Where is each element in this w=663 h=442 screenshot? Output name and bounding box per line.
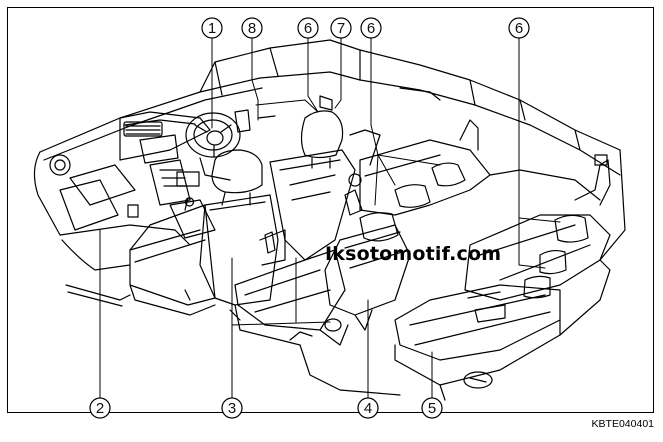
callout-6-rear: 6 — [508, 17, 530, 39]
passenger-seat-drawing — [234, 110, 356, 346]
driver-seat-drawing — [129, 149, 286, 316]
diagram-frame — [7, 7, 654, 413]
callout-6-middle: 6 — [360, 17, 382, 39]
callout-7: 7 — [330, 17, 352, 39]
callout-6-middle-label: 6 — [367, 20, 375, 37]
callout-5-label: 5 — [428, 400, 436, 417]
callout-4: 4 — [357, 397, 379, 419]
callout-7-label: 7 — [337, 20, 345, 37]
dashboard-drawing — [33, 39, 361, 307]
callout-5: 5 — [421, 397, 443, 419]
figure-id: KBTE040401 — [591, 418, 654, 430]
callout-1: 1 — [201, 17, 223, 39]
leader-lines — [99, 37, 561, 401]
callout-3-label: 3 — [228, 400, 236, 417]
callout-8: 8 — [241, 17, 263, 39]
callout-1-label: 1 — [208, 20, 216, 37]
callout-4-label: 4 — [364, 400, 372, 417]
callout-8-label: 8 — [248, 20, 256, 37]
callout-3: 3 — [221, 397, 243, 419]
callout-6-front: 6 — [297, 17, 319, 39]
callout-2-label: 2 — [96, 400, 104, 417]
vehicle-body-drawing — [184, 49, 626, 396]
callout-2: 2 — [89, 397, 111, 419]
third-row-seat-drawing — [394, 154, 611, 401]
callout-6-rear-label: 6 — [515, 20, 523, 37]
watermark-text: Iksotomotif.com — [325, 243, 502, 265]
second-row-seat-drawing — [324, 119, 491, 331]
callout-6-front-label: 6 — [304, 20, 312, 37]
